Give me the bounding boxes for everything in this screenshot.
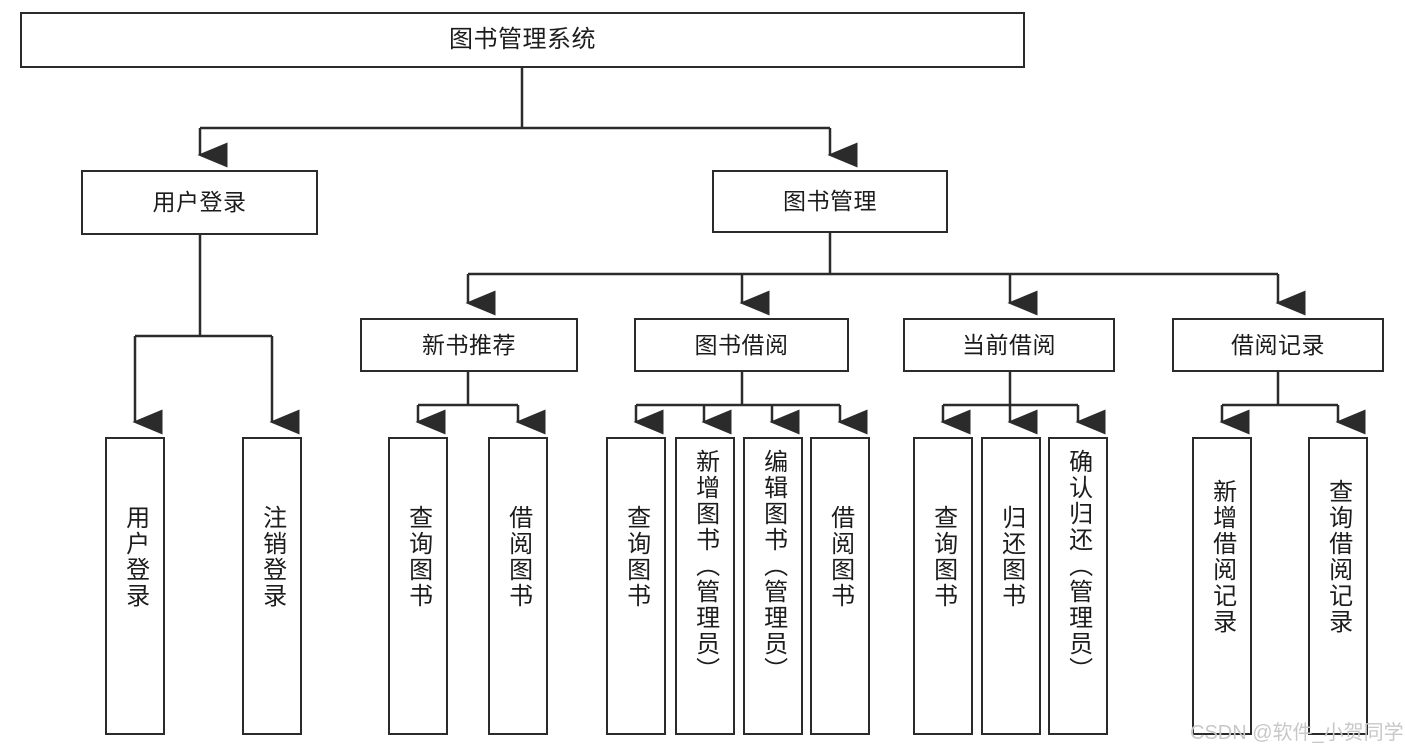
node-leaf-add-record[interactable]: 新增借阅记录 [1192, 437, 1252, 735]
node-user-login[interactable]: 用户登录 [81, 170, 318, 235]
node-leaf-logout-label: 注销登录 [258, 505, 286, 609]
node-book-borrow-label: 图书借阅 [694, 331, 789, 358]
node-leaf-user-login[interactable]: 用户登录 [105, 437, 165, 735]
node-leaf-borrow-book-1[interactable]: 借阅图书 [488, 437, 548, 735]
node-leaf-query-record[interactable]: 查询借阅记录 [1308, 437, 1368, 735]
node-user-login-label: 用户登录 [152, 189, 247, 216]
node-leaf-return-book[interactable]: 归还图书 [981, 437, 1041, 735]
node-leaf-add-book-label: 新增图书（管理员） [691, 449, 719, 683]
node-borrow-record-label: 借阅记录 [1231, 331, 1325, 358]
node-leaf-add-book[interactable]: 新增图书（管理员） [675, 437, 735, 735]
node-leaf-confirm-return[interactable]: 确认归还（管理员） [1048, 437, 1108, 735]
node-leaf-query-book-3-label: 查询图书 [929, 505, 957, 609]
node-new-book-recommend[interactable]: 新书推荐 [360, 318, 578, 372]
node-new-book-recommend-label: 新书推荐 [422, 331, 516, 358]
node-leaf-confirm-return-label: 确认归还（管理员） [1064, 449, 1092, 683]
node-leaf-query-record-label: 查询借阅记录 [1324, 479, 1352, 635]
node-leaf-borrow-book-2-label: 借阅图书 [826, 505, 854, 609]
node-current-borrow[interactable]: 当前借阅 [903, 318, 1115, 372]
node-leaf-query-book-2-label: 查询图书 [622, 505, 650, 609]
node-leaf-return-book-label: 归还图书 [997, 505, 1025, 609]
node-borrow-record[interactable]: 借阅记录 [1172, 318, 1384, 372]
node-book-borrow[interactable]: 图书借阅 [634, 318, 849, 372]
node-leaf-add-record-label: 新增借阅记录 [1208, 479, 1236, 635]
node-leaf-query-book-3[interactable]: 查询图书 [913, 437, 973, 735]
node-book-manage[interactable]: 图书管理 [712, 170, 948, 233]
node-leaf-edit-book-label: 编辑图书（管理员） [759, 449, 787, 683]
node-leaf-logout[interactable]: 注销登录 [242, 437, 302, 735]
node-root-label: 图书管理系统 [449, 26, 596, 54]
node-leaf-query-book-1[interactable]: 查询图书 [388, 437, 448, 735]
node-leaf-query-book-2[interactable]: 查询图书 [606, 437, 666, 735]
node-leaf-query-book-1-label: 查询图书 [404, 505, 432, 609]
node-root[interactable]: 图书管理系统 [20, 12, 1025, 68]
watermark: CSDN @软件_小贺同学 [1190, 722, 1404, 744]
node-leaf-borrow-book-1-label: 借阅图书 [504, 505, 532, 609]
node-leaf-edit-book[interactable]: 编辑图书（管理员） [743, 437, 803, 735]
node-leaf-user-login-label: 用户登录 [121, 505, 149, 609]
node-leaf-borrow-book-2[interactable]: 借阅图书 [810, 437, 870, 735]
node-current-borrow-label: 当前借阅 [962, 331, 1056, 358]
node-book-manage-label: 图书管理 [783, 188, 877, 215]
